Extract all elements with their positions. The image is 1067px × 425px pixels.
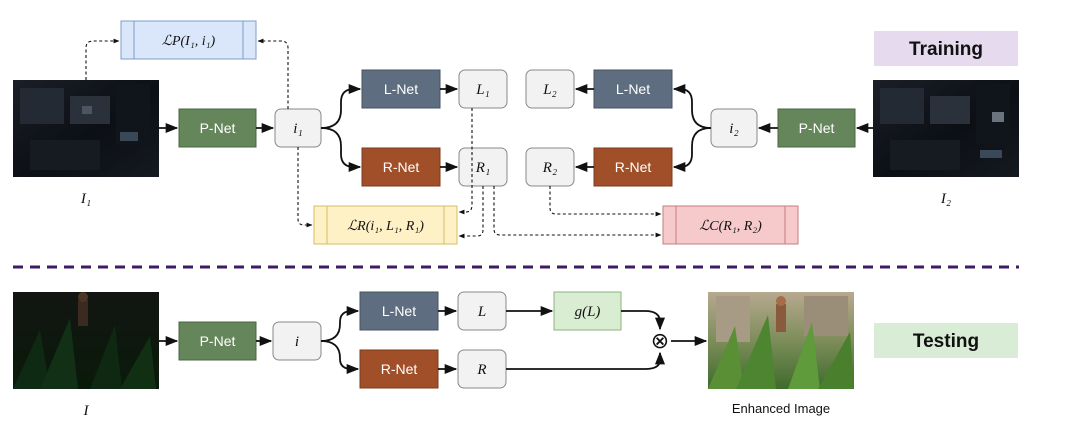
L-label: L: [477, 304, 486, 320]
l-net-train-left: [361, 69, 441, 109]
testing-tag: Testing: [913, 331, 979, 352]
training-tag-bg: [874, 31, 1018, 66]
testing-image-caption: I: [83, 403, 90, 419]
testing-input-image: [13, 292, 159, 389]
p-net-test: [178, 321, 257, 361]
L1-box: [458, 69, 508, 109]
r-net-test-label: R-Net: [381, 361, 418, 377]
p-net-train-right-label: P-Net: [799, 120, 835, 136]
l-net-train-left-label: L-Net: [384, 81, 418, 97]
loss-p-label: ℒP(I₁, i₁): [162, 34, 216, 49]
r-net-test: [359, 349, 439, 389]
p-net-train-left-label: P-Net: [200, 120, 236, 136]
multiply-icon: ⊗: [651, 329, 669, 354]
i1-label: i₁: [293, 121, 302, 137]
r-net-train-left-label: R-Net: [383, 159, 420, 175]
training-tag: Training: [909, 39, 983, 60]
p-net-train-left: [178, 108, 257, 148]
L1-label: L₁: [475, 82, 490, 98]
i2-label: i₂: [729, 121, 738, 137]
loss-c-label: ℒC(R₁, R₂): [699, 219, 762, 234]
loss-p-box: [120, 20, 257, 60]
L2-label: L₂: [542, 82, 557, 98]
testing-tag-bg: [874, 323, 1018, 358]
g-label: g(L): [575, 304, 601, 320]
g-box: [553, 291, 622, 331]
training-image-1-caption: I₁: [80, 191, 91, 207]
L2-box: [525, 69, 575, 109]
l-net-test-label: L-Net: [382, 303, 416, 319]
r-net-train-right-label: R-Net: [615, 159, 652, 175]
training-input-image-1: [13, 80, 159, 177]
p-net-train-right: [777, 108, 856, 148]
R2-label: R₂: [542, 160, 557, 176]
p-net-test-label: P-Net: [200, 333, 236, 349]
l-net-train-right-label: L-Net: [616, 81, 650, 97]
R1-label: R₁: [475, 160, 490, 176]
R-label: R: [476, 362, 486, 378]
training-image-2-caption: I₂: [940, 191, 951, 207]
loss-r-box: [313, 205, 458, 245]
training-solid-arrows: [159, 83, 873, 173]
training-input-image-2: [873, 80, 1019, 177]
l-net-train-right: [593, 69, 673, 109]
enhanced-image-caption: Enhanced Image: [732, 401, 830, 416]
testing-solid-arrows: [159, 305, 708, 375]
loss-r-label: ℒR(i₁, L₁, R₁): [347, 219, 424, 234]
loss-c-box: [662, 205, 799, 245]
training-dashed-arrows: [85, 38, 662, 239]
i-label: i: [295, 334, 299, 350]
enhanced-output-image: [708, 292, 854, 389]
